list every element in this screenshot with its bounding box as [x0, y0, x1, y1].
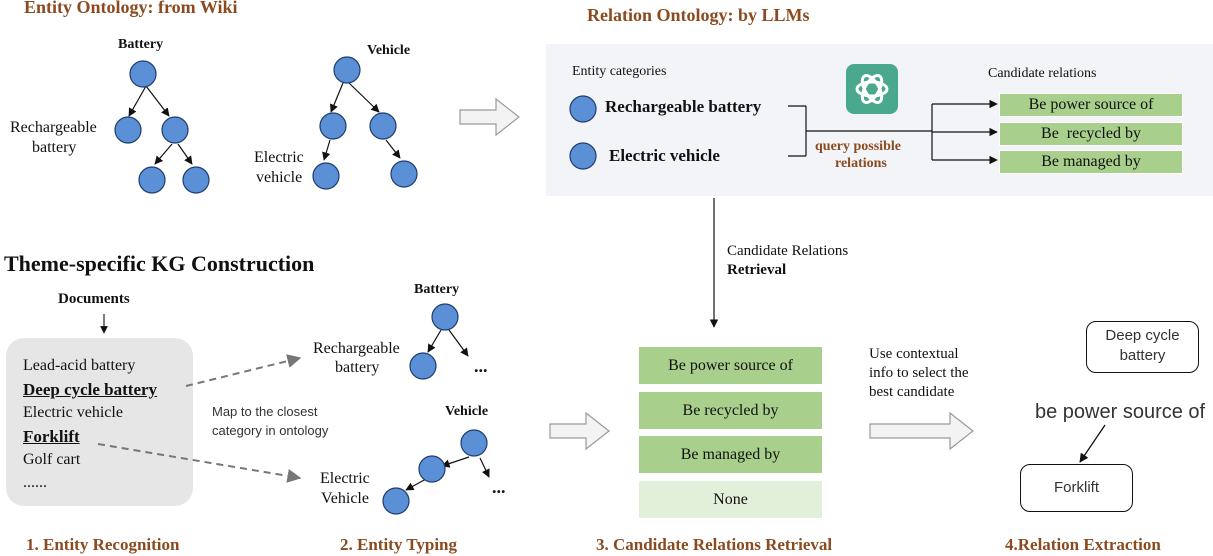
vehicle-child-node	[369, 112, 397, 140]
document-item-highlighted: Forklift	[23, 427, 80, 446]
category-electric-vehicle: Electric vehicle	[609, 146, 720, 165]
document-item: Electric vehicle	[23, 404, 123, 421]
head-entity-line1: Deep cycle	[1105, 327, 1180, 344]
vehicle-leaf-node	[390, 160, 418, 188]
typing-battery-root-label: Battery	[414, 282, 460, 297]
map-label-line2: category in ontology	[212, 423, 329, 438]
retrieval-none-box: None	[638, 480, 823, 519]
documents-label: Documents	[58, 291, 130, 307]
typing-rechargeable-node	[409, 352, 437, 380]
rechargeable-label-line2: battery	[32, 139, 77, 156]
typing-vehicle-more: ...	[492, 477, 506, 497]
document-item: ......	[23, 474, 47, 491]
document-item-highlighted: Deep cycle battery	[23, 380, 158, 399]
head-entity-line2: battery	[1119, 347, 1166, 364]
tail-entity-box: Forklift	[1020, 464, 1133, 512]
chatgpt-logo-icon	[846, 64, 898, 114]
arrow-to-extraction	[869, 411, 974, 451]
head-entity-box: Deep cycle battery	[1086, 321, 1199, 373]
retrieval-relation-box: Be managed by	[638, 435, 823, 474]
battery-leaf-node	[182, 166, 210, 194]
typing-vehicle-root-label: Vehicle	[445, 404, 489, 419]
typing-electric-label-line2: Vehicle	[321, 490, 369, 507]
typing-rechargeable-label-line2: battery	[335, 359, 380, 376]
candidate-relation-box: Be managed by	[999, 150, 1183, 174]
query-label-line2: relations	[835, 156, 887, 171]
arrow-to-retrieval	[549, 411, 610, 451]
electric-label-line1: Electric	[254, 149, 304, 166]
typing-vehicle-edges	[405, 456, 490, 491]
typing-battery-more: ...	[474, 356, 488, 376]
battery-root-label: Battery	[118, 37, 164, 52]
step-label: 3. Candidate Relations Retrieval	[596, 535, 833, 554]
document-item: Lead-acid battery	[23, 357, 136, 374]
context-label-line2: info to select the	[869, 365, 969, 381]
typing-electric-label-line1: Electric	[320, 470, 370, 487]
vehicle-root-label: Vehicle	[367, 43, 411, 58]
arrow-to-relation-ontology	[459, 97, 520, 137]
vehicle-ontology-nodes	[312, 56, 418, 190]
relation-ontology-title: Relation Ontology: by LLMs	[587, 5, 810, 25]
retrieval-relation-box: Be power source of	[638, 346, 823, 385]
query-connector	[788, 99, 998, 165]
candidate-relation-box: Be recycled by	[999, 122, 1183, 146]
documents-box	[6, 338, 193, 506]
relation-label: be power source of	[1035, 401, 1206, 423]
category-rechargeable-battery: Rechargeable battery	[605, 97, 762, 116]
battery-root-node	[129, 60, 157, 88]
retrieval-relation-box: Be recycled by	[638, 391, 823, 430]
candidate-relation-box: Be power source of	[999, 93, 1183, 117]
electric-label-line2: vehicle	[256, 169, 303, 186]
map-label-line1: Map to the closest	[212, 404, 318, 419]
vehicle-child-node	[319, 112, 347, 140]
category-nodes	[569, 95, 597, 170]
rechargeable-label-line1: Rechargeable	[10, 119, 97, 136]
kg-construction-title: Theme-specific KG Construction	[4, 251, 315, 276]
candidate-relations-label: Candidate relations	[988, 66, 1097, 81]
typing-electric-vehicle-node	[382, 487, 410, 515]
block-arrows	[459, 97, 974, 451]
document-item: Golf cart	[23, 451, 81, 468]
battery-leaf-node	[138, 166, 166, 194]
typing-battery-root-node	[431, 303, 459, 331]
electric-vehicle-category-node	[569, 142, 597, 170]
electric-vehicle-node	[312, 162, 340, 190]
typing-vehicle-child-node	[418, 455, 446, 483]
battery-child-node	[161, 116, 189, 144]
rechargeable-battery-node	[114, 116, 142, 144]
step-label: 4.Relation Extraction	[1005, 535, 1161, 554]
retrieval-label-line1: Candidate Relations	[727, 243, 849, 259]
extraction-arrow	[1079, 424, 1106, 463]
retrieval-label-line2: Retrieval	[727, 262, 787, 278]
mapping-arrows	[97, 354, 302, 483]
query-label-line1: query possible	[815, 139, 901, 154]
rechargeable-battery-category-node	[569, 95, 597, 123]
battery-ontology-nodes	[114, 60, 210, 194]
typing-rechargeable-label-line1: Rechargeable	[313, 340, 400, 357]
entity-ontology-title: Entity Ontology: from Wiki	[24, 0, 238, 17]
battery-ontology-edges	[128, 85, 193, 165]
vehicle-root-node	[333, 56, 361, 84]
context-label-line1: Use contextual	[869, 346, 959, 362]
entity-categories-label: Entity categories	[572, 64, 667, 79]
step-label: 2. Entity Typing	[340, 535, 457, 554]
typing-battery-edges	[427, 329, 469, 357]
context-label-line3: best candidate	[869, 384, 955, 400]
vehicle-ontology-edges	[322, 82, 401, 161]
typing-vehicle-root-node	[460, 429, 488, 457]
step-label: 1. Entity Recognition	[26, 535, 180, 554]
